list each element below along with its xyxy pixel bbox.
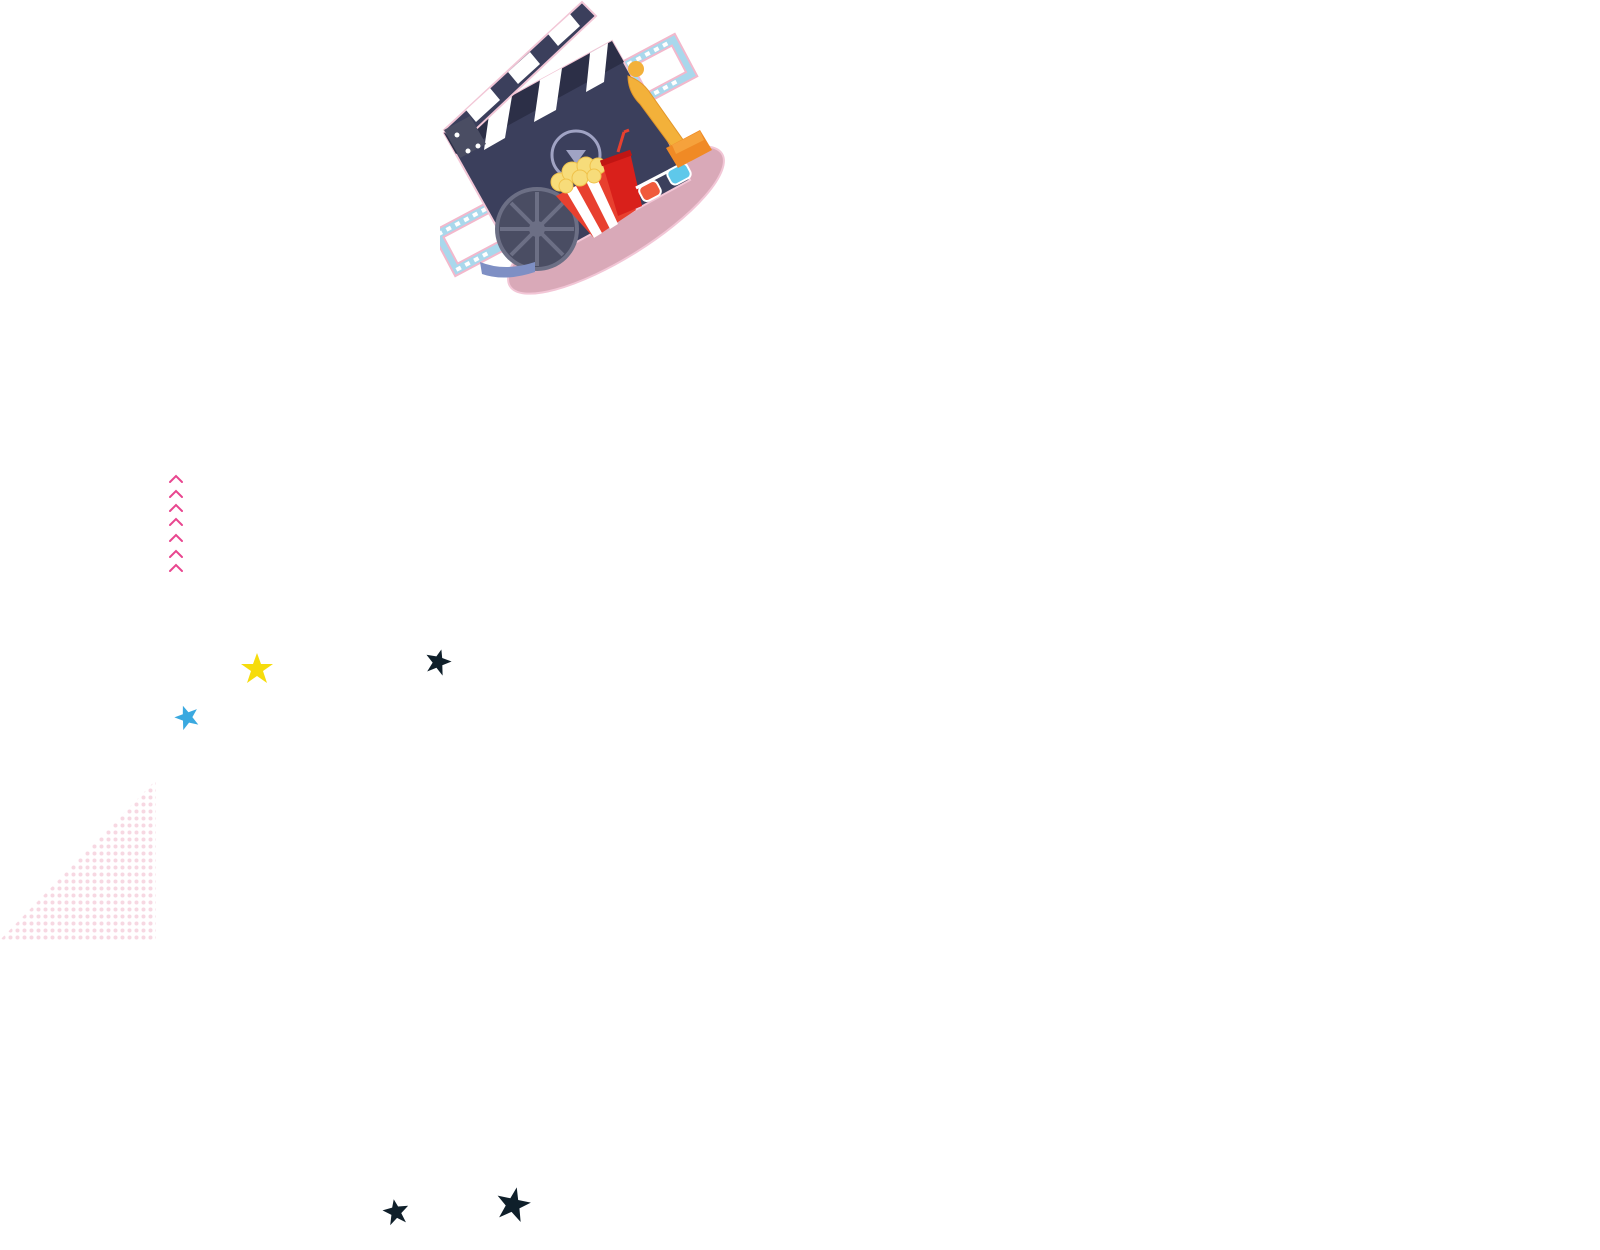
cinema-illustration [440, 0, 725, 295]
dot-pattern [0, 780, 156, 940]
chevron-up-icon [169, 503, 183, 512]
chevron-up-icon [169, 533, 183, 542]
star-dark-icon [497, 1187, 531, 1222]
chevron-up-icon [169, 517, 183, 526]
film-reel-icon [480, 187, 579, 278]
star-dark-icon [426, 649, 452, 676]
chevron-up-icon [169, 549, 183, 558]
chevron-up-icon [169, 489, 183, 498]
drink-cup-icon [599, 128, 642, 216]
chevron-up-icon [169, 474, 183, 483]
star-blue-icon [174, 705, 199, 730]
award-statue-icon [627, 61, 712, 168]
star-yellow-icon [241, 653, 273, 683]
chevron-up-icon [169, 563, 183, 572]
chevron-stack [169, 474, 183, 572]
star-dark-icon [382, 1199, 409, 1226]
